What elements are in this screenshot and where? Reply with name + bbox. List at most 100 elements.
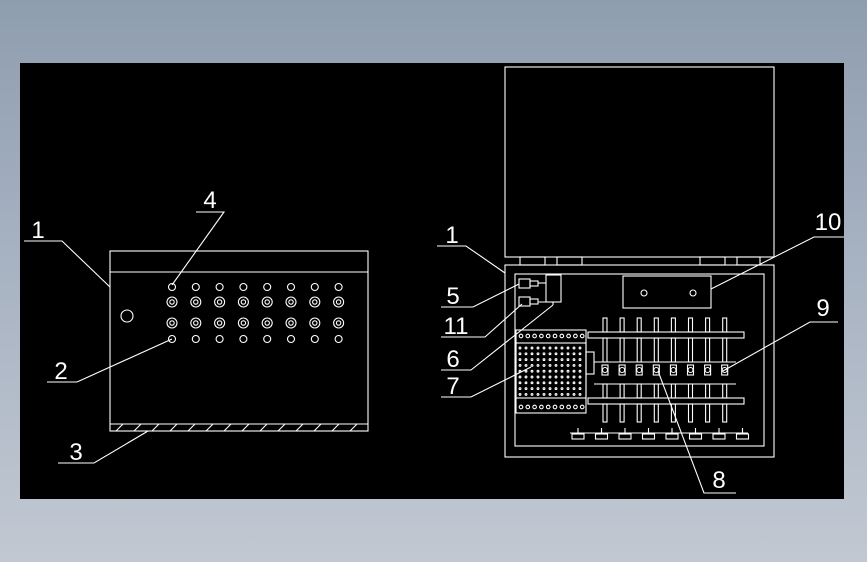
front-hole-grid bbox=[166, 282, 345, 344]
pin bbox=[559, 404, 565, 410]
pin bbox=[559, 333, 565, 339]
valve-array bbox=[601, 317, 729, 423]
terminal bbox=[665, 433, 679, 440]
grid-dot bbox=[536, 387, 540, 391]
callout-10: 10 bbox=[815, 209, 842, 236]
leader-5 bbox=[441, 283, 520, 308]
grid-dot bbox=[530, 363, 534, 367]
hole-inner bbox=[312, 299, 318, 305]
valve-stem-top bbox=[670, 317, 676, 333]
grid-dot bbox=[572, 352, 576, 356]
callout-1-right: 1 bbox=[445, 222, 458, 249]
hole bbox=[191, 334, 200, 344]
grid-dot bbox=[536, 352, 540, 356]
pin bbox=[552, 333, 558, 339]
grid-dot bbox=[518, 358, 522, 362]
grid-dot bbox=[566, 381, 570, 385]
hatch-line bbox=[277, 423, 286, 432]
hatch-line bbox=[187, 423, 196, 432]
hole-inner bbox=[264, 299, 270, 305]
callout-4: 4 bbox=[203, 187, 216, 214]
grid-dot bbox=[578, 369, 582, 373]
grid-dot bbox=[560, 363, 564, 367]
grid-dot bbox=[566, 369, 570, 373]
hole-outer bbox=[190, 296, 202, 308]
hole-outer bbox=[285, 296, 297, 308]
board-pins bbox=[518, 333, 585, 410]
valve-stem bbox=[636, 383, 642, 399]
valve-stem-top bbox=[619, 317, 625, 333]
grid-dot bbox=[578, 358, 582, 362]
callout-5: 5 bbox=[446, 283, 459, 310]
valve-port bbox=[721, 366, 728, 374]
grid-dot bbox=[524, 369, 528, 373]
leader-11 bbox=[441, 303, 523, 338]
grid-dot bbox=[578, 352, 582, 356]
hole-inner bbox=[335, 320, 342, 326]
grid-dot bbox=[578, 381, 582, 385]
grid-dot bbox=[566, 346, 570, 350]
wire bbox=[538, 301, 554, 305]
callout-7: 7 bbox=[446, 373, 459, 400]
grid-dot bbox=[572, 387, 576, 391]
hole bbox=[167, 282, 177, 292]
hole bbox=[334, 334, 343, 344]
terminal bbox=[594, 433, 609, 440]
hole bbox=[215, 334, 224, 344]
valve-stem bbox=[602, 383, 608, 399]
hole bbox=[286, 282, 296, 292]
grid-dot bbox=[524, 352, 528, 356]
hole-inner bbox=[288, 320, 294, 326]
grid-dot bbox=[560, 358, 564, 362]
open-view-leaders: 1 5 11 6 7 10 9 8 bbox=[437, 209, 844, 494]
rail-connector bbox=[585, 351, 595, 375]
component-6 bbox=[545, 274, 562, 303]
grid-dot bbox=[542, 369, 546, 373]
valve-stem bbox=[705, 383, 711, 399]
hatch-line bbox=[259, 423, 268, 432]
grid-dot bbox=[560, 352, 564, 356]
grid-dot bbox=[554, 387, 558, 391]
valve-stem bbox=[653, 383, 659, 399]
grid-dot bbox=[518, 381, 522, 385]
front-leaders: 1 4 2 3 bbox=[24, 187, 226, 466]
grid-dot bbox=[554, 369, 558, 373]
grid-dot bbox=[548, 369, 552, 373]
valve-port bbox=[653, 366, 660, 374]
valve-port bbox=[670, 366, 677, 374]
grid-dot bbox=[560, 346, 564, 350]
board-dot-grid bbox=[518, 346, 582, 396]
valve-stem-bottom bbox=[653, 403, 659, 423]
grid-dot bbox=[548, 358, 552, 362]
valve-stem-top bbox=[653, 317, 659, 333]
grid-dot bbox=[572, 346, 576, 350]
grid-dot bbox=[518, 375, 522, 379]
grid-dot bbox=[542, 387, 546, 391]
valve-stem bbox=[636, 337, 642, 363]
pin bbox=[532, 333, 537, 339]
hole-outer bbox=[261, 317, 273, 329]
enclosure-body-inner bbox=[514, 273, 765, 447]
callout-8: 8 bbox=[712, 467, 725, 494]
grid-dot bbox=[542, 358, 546, 362]
valve-stem bbox=[619, 383, 625, 399]
grid-dot bbox=[530, 346, 534, 350]
hole bbox=[167, 334, 177, 344]
hatch-line bbox=[241, 423, 250, 432]
hinge bbox=[519, 256, 546, 266]
component-5 bbox=[518, 278, 531, 289]
hole bbox=[310, 282, 319, 292]
plate-screw bbox=[640, 289, 648, 297]
grid-dot bbox=[524, 387, 528, 391]
grid-dot bbox=[566, 352, 570, 356]
grid-dot bbox=[572, 381, 576, 385]
open-view bbox=[504, 66, 775, 458]
valve-stem bbox=[619, 337, 625, 363]
terminal bbox=[618, 433, 632, 440]
valve-stem-top bbox=[687, 317, 694, 333]
grid-dot bbox=[578, 392, 582, 396]
leader-7 bbox=[441, 366, 532, 398]
grid-dot bbox=[524, 358, 528, 362]
hole-inner bbox=[312, 320, 318, 326]
enclosure-front-outline bbox=[109, 250, 369, 432]
